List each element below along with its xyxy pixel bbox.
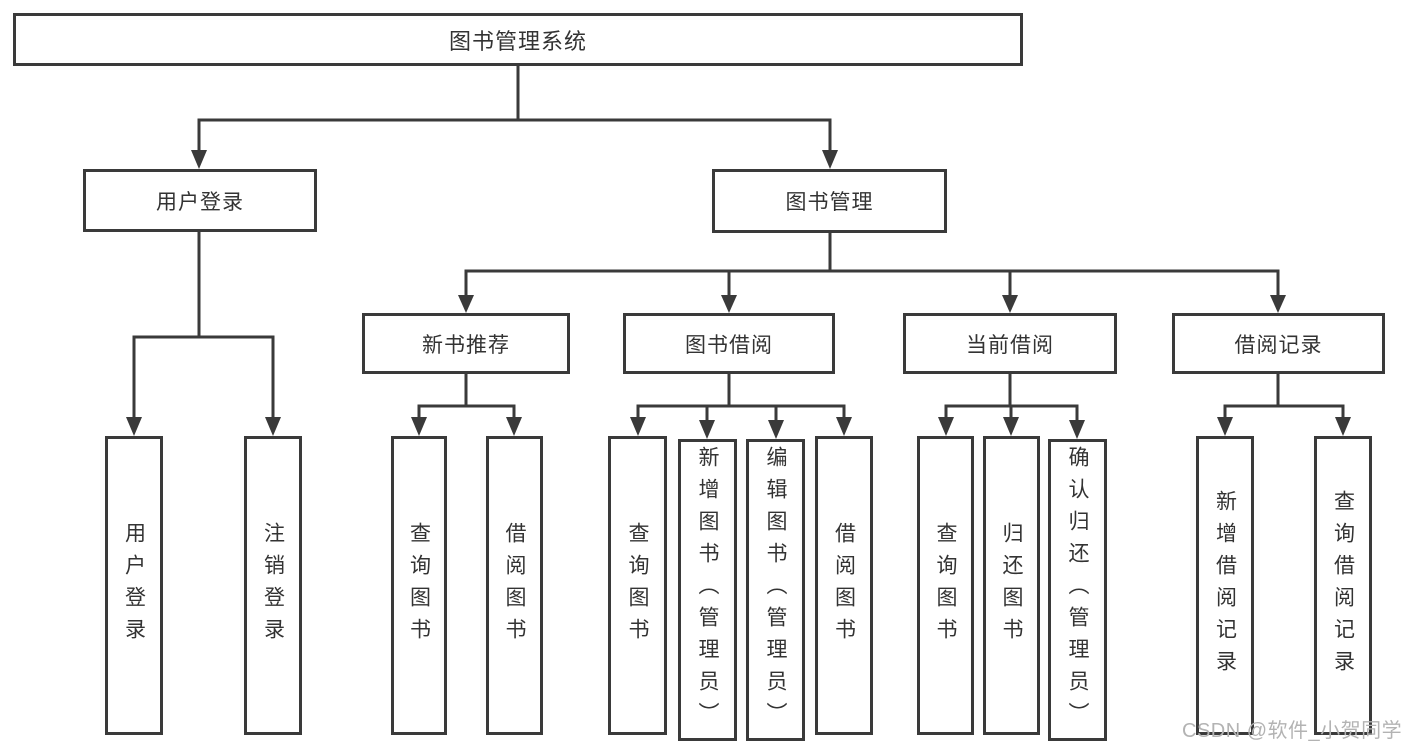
- node-book-borrowing: 图书借阅: [623, 313, 835, 374]
- leaf-borrow-books-borrowing: 借阅图书: [815, 436, 873, 735]
- node-current-borrowing: 当前借阅: [903, 313, 1117, 374]
- node-book-management: 图书管理: [712, 169, 947, 233]
- leaf-logout: 注销登录: [244, 436, 302, 735]
- leaf-add-books-admin: 新增图书（管理员）: [678, 439, 737, 741]
- leaf-edit-books-admin: 编辑图书（管理员）: [746, 439, 805, 741]
- node-new-book-recommendation: 新书推荐: [362, 313, 570, 374]
- leaf-borrow-books-recommend: 借阅图书: [486, 436, 543, 735]
- tree-branch-lines: [132, 66, 1345, 421]
- leaf-query-books-recommend: 查询图书: [391, 436, 447, 735]
- leaf-add-borrow-record: 新增借阅记录: [1196, 436, 1254, 735]
- csdn-watermark: CSDN @软件_小贺同学: [1182, 720, 1403, 742]
- arrowheads: [126, 150, 1351, 439]
- leaf-query-books-current: 查询图书: [917, 436, 974, 735]
- leaf-confirm-return-admin: 确认归还（管理员）: [1048, 439, 1107, 741]
- leaf-user-login: 用户登录: [105, 436, 163, 735]
- node-user-login: 用户登录: [83, 169, 317, 232]
- node-borrowing-records: 借阅记录: [1172, 313, 1385, 374]
- leaf-query-books-borrowing: 查询图书: [608, 436, 667, 735]
- node-library-management-system: 图书管理系统: [13, 13, 1023, 66]
- leaf-query-borrow-record: 查询借阅记录: [1314, 436, 1372, 735]
- leaf-return-books: 归还图书: [983, 436, 1040, 735]
